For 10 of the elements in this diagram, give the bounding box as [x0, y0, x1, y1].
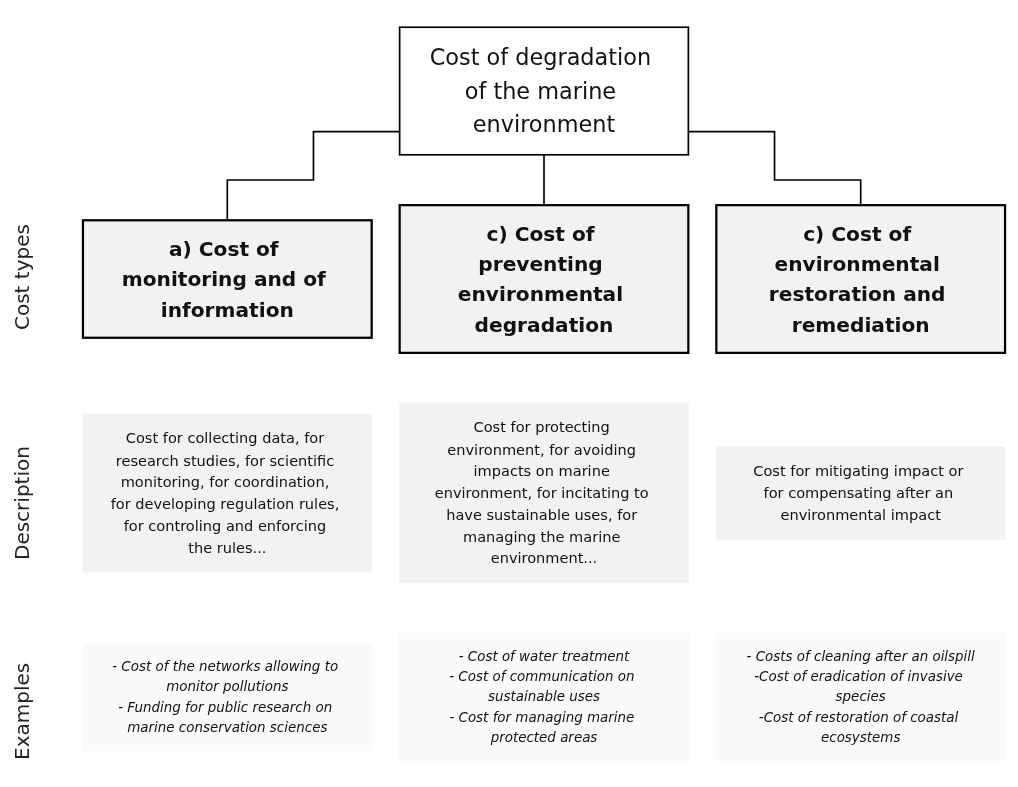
node-text: - Cost of the networks allowing to monitor pollutions - Funding for public research on marine conservation sciences	[112, 658, 339, 735]
row-label: Description	[10, 446, 34, 560]
row-label: Cost types	[10, 224, 34, 330]
node-text: - Cost of water treatment - Cost of communication on sustainable uses - Cost for managing marine protected areas	[449, 648, 635, 745]
node-text: - Costs of cleaning after an oilspill -Cost of eradication of invasive species -Cost of restoration of coastal ecosystems	[746, 648, 975, 745]
node-box: c) Cost of environmental restoration and remediation	[715, 203, 1007, 354]
node-box: Cost of degradation of the marine environment	[398, 25, 690, 156]
row-label: Examples	[10, 662, 34, 760]
node-box: a) Cost of monitoring and of information	[81, 218, 373, 339]
node-box: c) Cost of preventing environmental degradation	[398, 203, 690, 354]
